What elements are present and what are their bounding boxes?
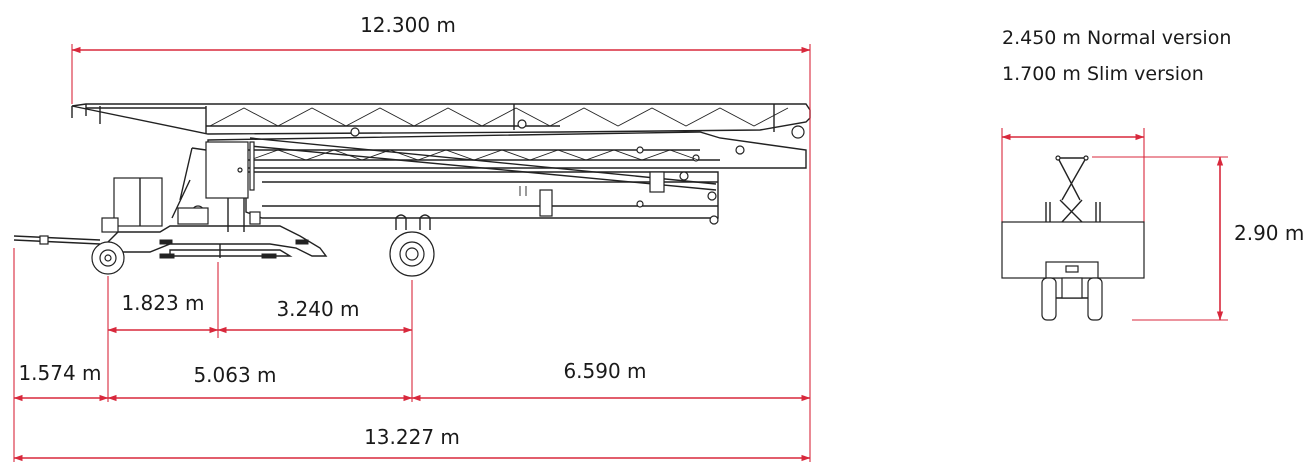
end-height-label: 2.90 m xyxy=(1234,221,1304,245)
rear-axle-spacing-label: 3.240 m xyxy=(276,297,359,321)
rear-overhang-label: 6.590 m xyxy=(563,359,646,383)
jib-boom xyxy=(71,103,811,139)
lower-tower xyxy=(245,137,719,225)
side-view-dimensions: 12.300 m 1.823 m 3.240 m 1.574 m 5.063 m… xyxy=(13,13,811,462)
overall-length-label: 13.227 m xyxy=(364,425,460,449)
end-view-axle xyxy=(1041,261,1103,321)
counterweight-ballast xyxy=(101,177,163,233)
front-axle-spacing-label: 1.823 m xyxy=(121,291,204,315)
chassis xyxy=(103,225,328,259)
width-slim-label: 1.700 m Slim version xyxy=(1002,63,1204,85)
front-overhang-label: 1.574 m xyxy=(18,361,101,385)
end-view-mast xyxy=(1045,155,1101,223)
axle-to-axle-label: 5.063 m xyxy=(193,363,276,387)
crane-end-view: 2.450 m Normal version 1.700 m Slim vers… xyxy=(1001,27,1304,321)
front-wheel xyxy=(91,241,125,275)
rear-axle xyxy=(389,214,435,277)
width-normal-label: 2.450 m Normal version xyxy=(1002,27,1231,49)
mast-and-control-box xyxy=(171,141,261,232)
tow-bar xyxy=(13,235,101,245)
jib-length-label: 12.300 m xyxy=(360,13,456,37)
crane-side-view xyxy=(13,103,811,277)
